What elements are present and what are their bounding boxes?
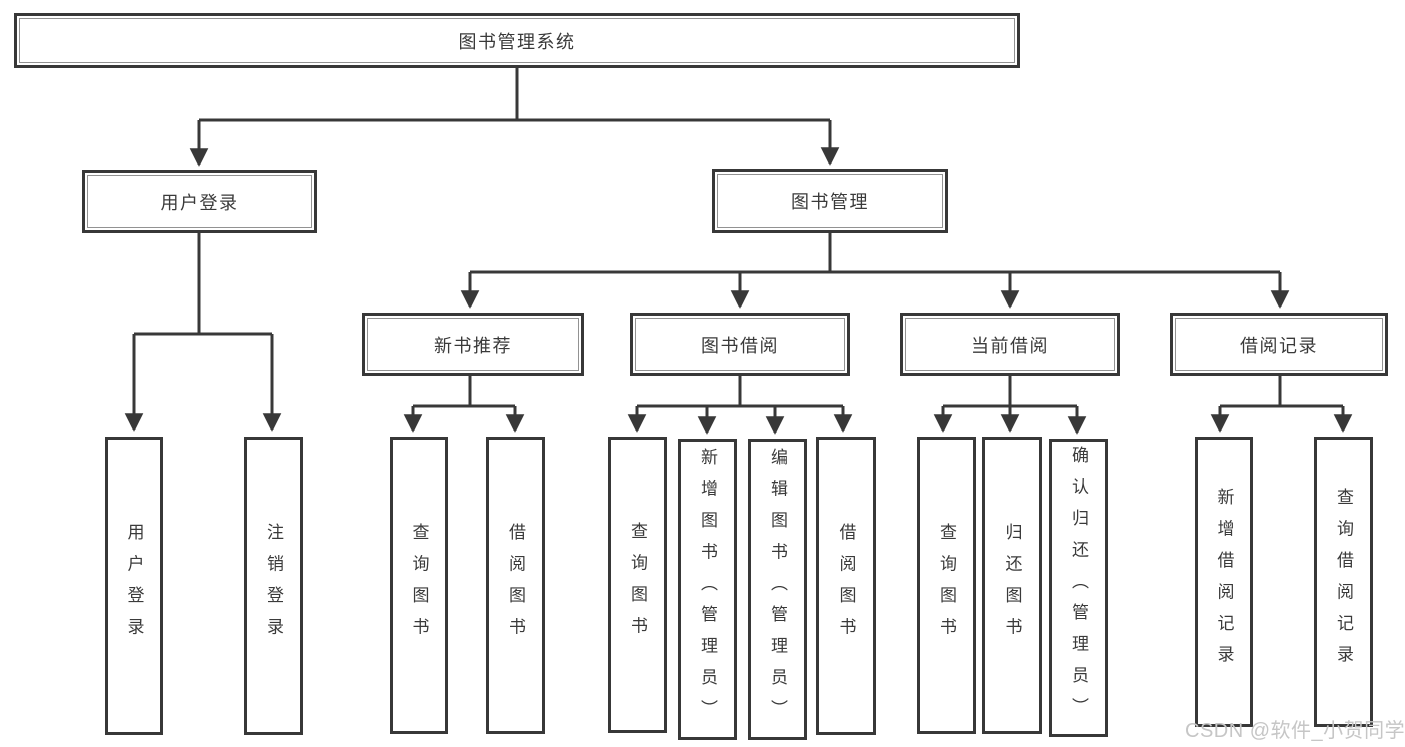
leaf-logout: 注销登录 [244, 437, 303, 735]
leaf-recommend-query-book: 查询图书 [390, 437, 448, 734]
leaf-current-confirm-return-admin: 确认归还（管理员） [1049, 439, 1108, 737]
node-current-borrow: 当前借阅 [900, 313, 1120, 376]
leaf-current-return-book: 归还图书 [982, 437, 1042, 734]
node-new-book-recommend: 新书推荐 [362, 313, 584, 376]
node-book-management: 图书管理 [712, 169, 948, 233]
node-root-system: 图书管理系统 [14, 13, 1020, 68]
connector-trunk-lines [134, 68, 1343, 408]
csdn-watermark: CSDN @软件_小贺同学 [1185, 720, 1405, 742]
leaf-user-login: 用户登录 [105, 437, 163, 735]
node-book-borrow: 图书借阅 [630, 313, 850, 376]
leaf-borrow-add-book-admin: 新增图书（管理员） [678, 439, 737, 740]
leaf-current-query-book: 查询图书 [917, 437, 976, 734]
arrow-connectors [124, 120, 1353, 435]
leaf-record-query: 查询借阅记录 [1314, 437, 1373, 727]
leaf-borrow-borrow-book: 借阅图书 [816, 437, 876, 735]
node-borrow-records: 借阅记录 [1170, 313, 1388, 376]
leaf-borrow-query-book: 查询图书 [608, 437, 667, 733]
leaf-recommend-borrow-book: 借阅图书 [486, 437, 545, 734]
leaf-borrow-edit-book-admin: 编辑图书（管理员） [748, 439, 807, 740]
leaf-record-add: 新增借阅记录 [1195, 437, 1253, 727]
node-user-login: 用户登录 [82, 170, 317, 233]
